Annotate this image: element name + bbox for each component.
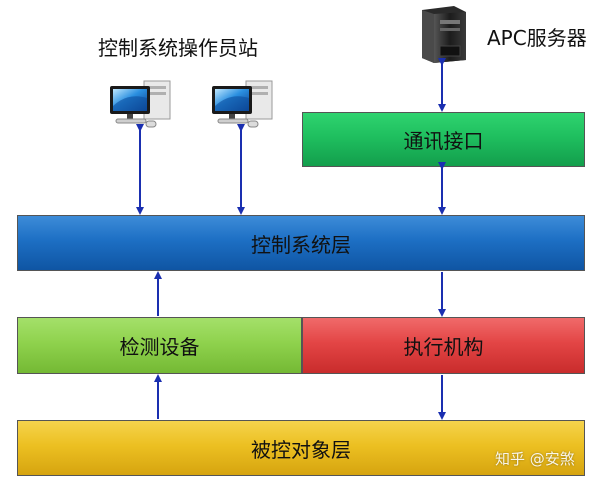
controlled-object-layer-label: 被控对象层 [251,437,351,462]
detection-device-block: 检测设备 [17,317,302,374]
communication-interface-block: 通讯接口 [302,112,585,167]
control-system-layer-block: 控制系统层 [17,215,585,271]
server-tower-icon [422,6,466,63]
watermark: 知乎 @安煞 [495,450,575,468]
detection-device-label: 检测设备 [119,335,200,359]
actuator-block: 执行机构 [302,317,585,374]
control-system-layer-label: 控制系统层 [251,232,351,257]
workstation-icon [110,80,171,128]
apc-server-title: APC服务器 [487,26,587,50]
actuator-label: 执行机构 [403,335,484,359]
controlled-object-layer-block: 被控对象层 [17,420,585,476]
workstation-icon [212,80,273,128]
communication-interface-label: 通讯接口 [403,129,484,153]
operator-station-title: 控制系统操作员站 [98,36,258,60]
